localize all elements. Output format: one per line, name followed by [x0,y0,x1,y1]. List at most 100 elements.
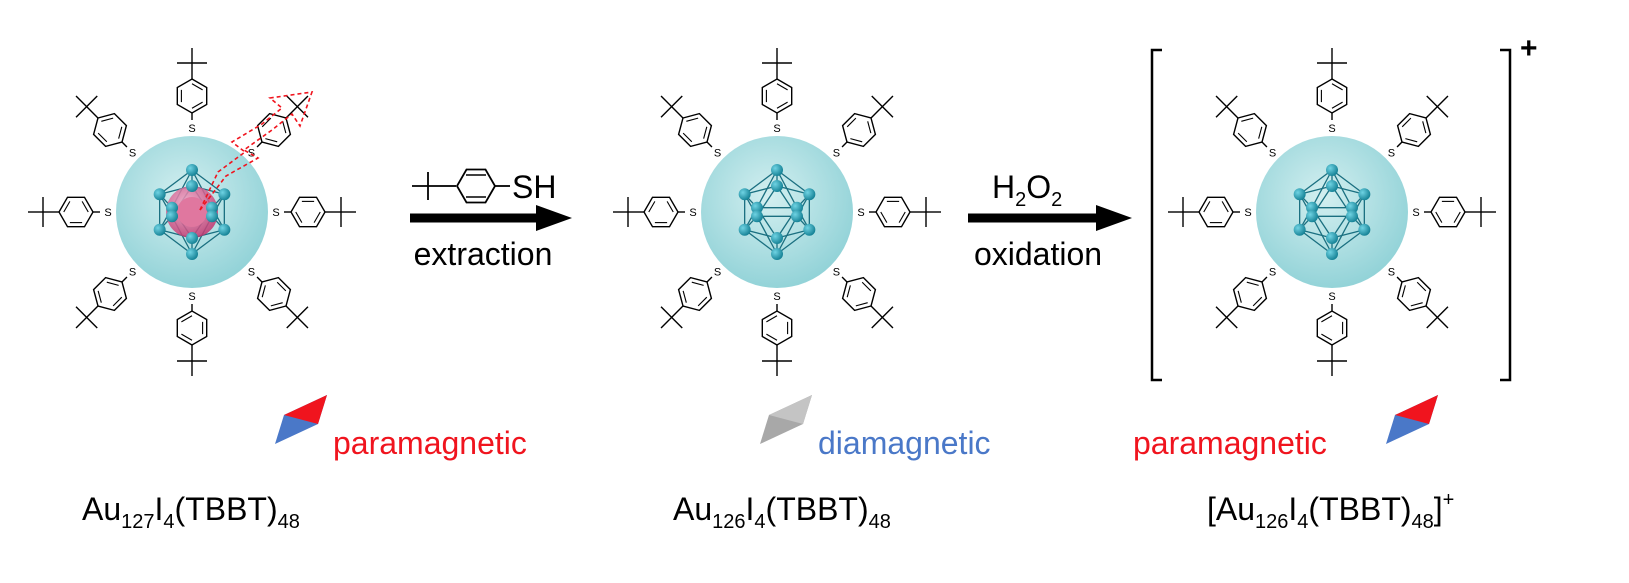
f2-au: Au [673,491,712,527]
au-atom [1345,201,1358,214]
au-cage [1293,164,1371,260]
square-brackets [1150,48,1512,382]
tbbt-ligand: S [1388,266,1449,329]
f1-ligand: (TBBT) [175,491,278,527]
tbbt-ligand: S [761,48,793,135]
sulfur-atom: S [1244,207,1251,219]
sulfur-atom: S [1328,291,1335,303]
spin-icon-diamagnetic [760,395,812,444]
f3-i-sub: 4 [1297,511,1308,533]
tbbt-ligand: S [613,196,697,228]
emission-arrow [199,91,314,211]
f1-i-sub: 4 [163,511,174,533]
au-atom [790,210,803,223]
tbbt-ligand: S [660,266,721,329]
tbbt-ligand: S [176,48,208,135]
tbbt-ligand: S [1388,95,1449,160]
sulfur-atom: S [1388,148,1395,160]
au-atom [1306,201,1319,214]
f1-au-sub: 127 [121,511,154,533]
au-atom [803,223,816,236]
tbbt-ligand: S [75,95,136,160]
au-atom [1358,188,1371,201]
tbbt-ligand: S [1316,291,1348,376]
tbbt-ligand: S [833,266,894,329]
au-atom [1326,180,1338,192]
au-atom [751,210,764,223]
au-atom [186,232,198,244]
ligand-shell [1256,136,1408,288]
emission-arrow-outline [199,91,314,211]
au-cage [738,164,816,260]
state-label-3: paramagnetic [1133,425,1327,461]
au-atom [1326,232,1338,244]
au-atom [771,164,783,176]
spin-icon-paramagnetic-2 [1386,395,1438,444]
tbbt-ligand: S [1215,95,1276,160]
au-atom [1345,210,1358,223]
au-atom [1326,248,1338,260]
au-atom [1306,210,1319,223]
au-atom [205,210,218,223]
au-atom [153,188,166,201]
f1-ligand-sub: 48 [278,511,300,533]
f3-open: [ [1207,491,1216,527]
tbbt-thiol-structure [412,168,510,204]
sulfur-atom: S [1412,207,1419,219]
tbbt-ligand: S [75,266,136,329]
tbbt-ligand: S [28,196,112,228]
au-atom [738,223,751,236]
h2o2-sub-1: 2 [1015,189,1026,211]
reagent-sh-label: SH [512,169,556,205]
sulfur-atom: S [104,207,111,219]
f2-i: I [746,491,755,527]
tbbt-ligand: S [1316,48,1348,135]
spin-icon-paramagnetic-1 [275,395,327,444]
f2-ligand: (TBBT) [766,491,869,527]
au-atom [1358,223,1371,236]
f2-au-sub: 126 [712,511,745,533]
au-atom [166,210,179,223]
sulfur-atom: S [188,123,195,135]
state-label-2: diamagnetic [818,425,991,461]
au-atom [771,180,783,192]
f3-ligand-sub: 48 [1412,511,1434,533]
au-atom [186,180,198,192]
oxidation-label: oxidation [974,236,1102,272]
central-au-atom [177,197,207,227]
sulfur-atom: S [188,291,195,303]
formula-au127: Au127I4(TBBT)48 [82,491,300,533]
tbbt-ligand: S [761,291,793,376]
f3-i: I [1288,491,1297,527]
tbbt-ligand: S [272,196,356,228]
au-atom [186,164,198,176]
tbbt-ligand: S [1412,196,1496,228]
tbbt-ligand: S [176,291,208,376]
au-atom [1293,188,1306,201]
sulfur-atom: S [773,123,780,135]
tbbt-ligand: S [857,196,941,228]
au-atom [771,248,783,260]
f2-ligand-sub: 48 [869,511,891,533]
au-atom [803,188,816,201]
nanocluster-au126-cation: S S S S S S S S [1168,48,1496,376]
f3-au: Au [1216,491,1255,527]
sulfur-atom: S [1328,123,1335,135]
reagent-h2o2-label: H2O2 [992,169,1062,211]
f2-i-sub: 4 [754,511,765,533]
au-atom [1326,164,1338,176]
sulfur-atom: S [773,291,780,303]
sulfur-atom: S [1269,266,1276,278]
au-atom [205,201,218,214]
au-atom [790,201,803,214]
au-cage [153,164,231,260]
reaction-arrow-extraction [410,205,572,231]
h2o2-o: O [1026,169,1051,205]
sulfur-atom: S [714,148,721,160]
sulfur-atom: S [248,266,255,278]
tbbt-ligand: S [660,95,721,160]
f3-close: ] [1434,491,1443,527]
au-atom [186,248,198,260]
